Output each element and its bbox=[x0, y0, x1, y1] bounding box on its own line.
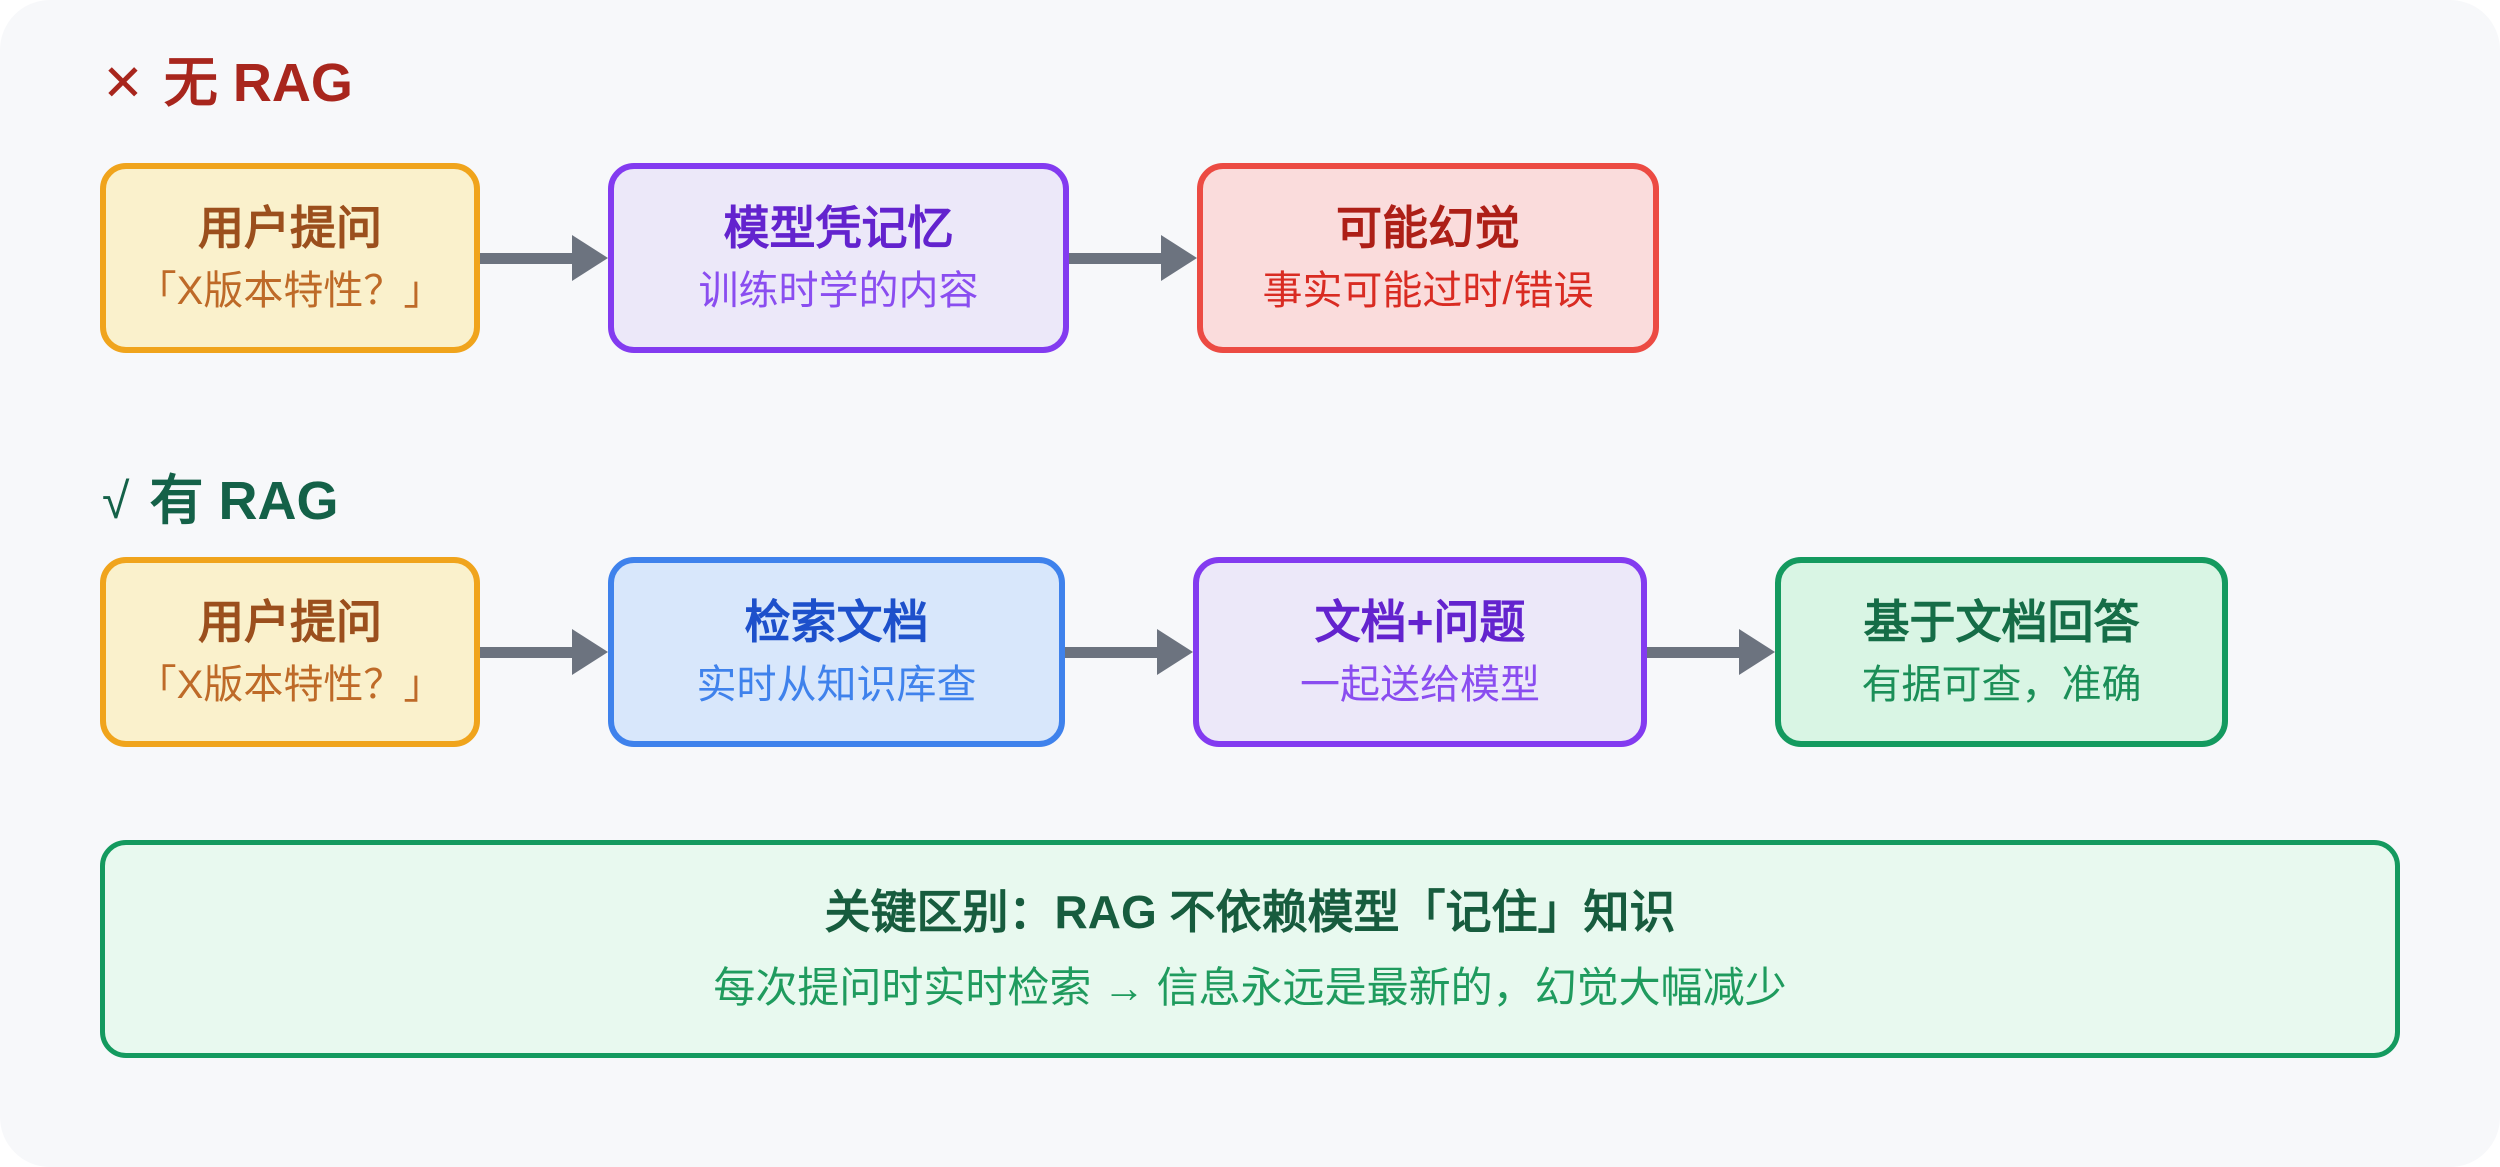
step-user-question: 用户提问 「X版本特性？」 bbox=[100, 163, 480, 353]
step-answer-from-docs: 基于文档回答 有据可查，准确 bbox=[1775, 557, 2228, 747]
banner-subtitle: 每次提问时实时检索 → 信息永远是最新的，幻觉大幅减少 bbox=[713, 964, 1787, 1012]
step-title: 用户提问 bbox=[198, 595, 382, 648]
flow-heading-label: 有 RAG bbox=[149, 471, 339, 531]
step-possible-hallucination: 可能幻觉 事实可能过时/错误 bbox=[1197, 163, 1659, 353]
step-docs-plus-question: 文档+问题 一起送给模型 bbox=[1193, 557, 1647, 747]
step-subtitle: 训练时学的内容 bbox=[698, 269, 979, 314]
arrow-right-icon bbox=[1647, 629, 1775, 675]
arrow-right-icon bbox=[1069, 235, 1197, 281]
step-title: 检索文档 bbox=[744, 595, 929, 648]
step-model-memory: 模型凭记忆 训练时学的内容 bbox=[608, 163, 1069, 353]
step-title: 可能幻觉 bbox=[1336, 201, 1520, 254]
key-difference-banner: 关键区别：RAG 不依赖模型「记住」知识 每次提问时实时检索 → 信息永远是最新… bbox=[100, 840, 2400, 1058]
arrow-right-icon bbox=[1065, 629, 1193, 675]
flow-row-with-rag: 用户提问 「X版本特性？」 检索文档 实时从知识库查 文档+问题 一起送给模型 … bbox=[100, 557, 2400, 747]
step-subtitle: 事实可能过时/错误 bbox=[1262, 269, 1594, 314]
arrow-right-icon bbox=[480, 235, 608, 281]
step-subtitle: 「X版本特性？」 bbox=[136, 663, 444, 708]
step-retrieve-documents: 检索文档 实时从知识库查 bbox=[608, 557, 1065, 747]
check-icon: √ bbox=[102, 473, 130, 529]
step-subtitle: 一起送给模型 bbox=[1300, 663, 1540, 708]
step-title: 基于文档回答 bbox=[1863, 595, 2140, 648]
flow-row-no-rag: 用户提问 「X版本特性？」 模型凭记忆 训练时学的内容 可能幻觉 事实可能过时/… bbox=[100, 163, 2400, 353]
flow-heading-no-rag: ✕ 无 RAG bbox=[102, 55, 2400, 111]
step-user-question: 用户提问 「X版本特性？」 bbox=[100, 557, 480, 747]
step-subtitle: 有据可查，准确 bbox=[1861, 663, 2142, 708]
arrow-right-icon bbox=[480, 629, 608, 675]
flow-heading-with-rag: √ 有 RAG bbox=[102, 473, 2400, 529]
step-title: 用户提问 bbox=[198, 201, 382, 254]
step-title: 模型凭记忆 bbox=[723, 201, 954, 254]
step-subtitle: 实时从知识库查 bbox=[696, 663, 977, 708]
step-subtitle: 「X版本特性？」 bbox=[136, 269, 444, 314]
cross-icon: ✕ bbox=[102, 55, 144, 111]
flow-heading-label: 无 RAG bbox=[163, 53, 353, 113]
step-title: 文档+问题 bbox=[1314, 595, 1526, 648]
banner-title: 关键区别：RAG 不依赖模型「记住」知识 bbox=[824, 885, 1676, 938]
